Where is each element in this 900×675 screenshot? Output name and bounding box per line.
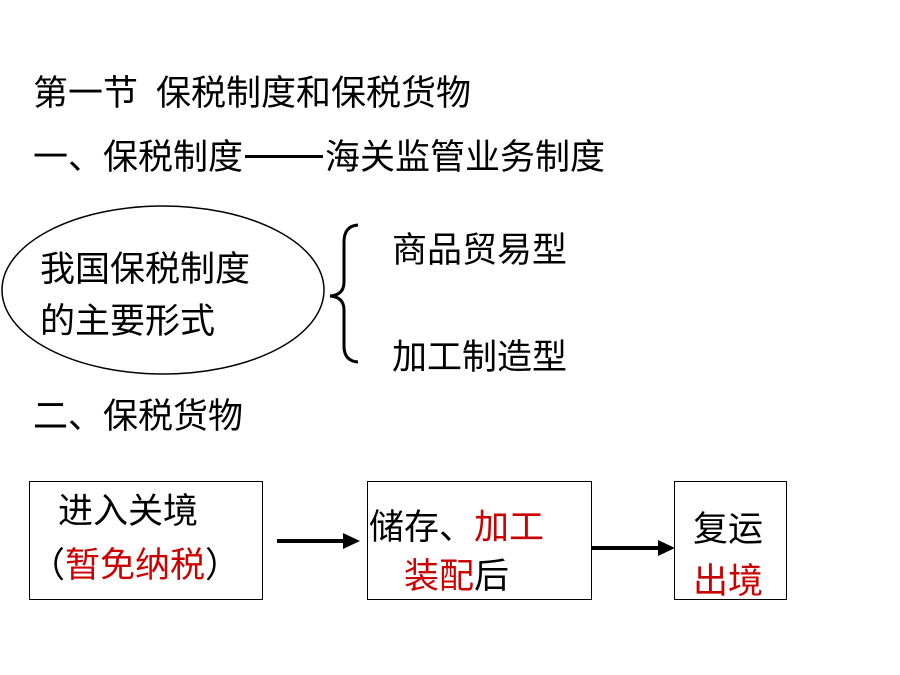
title-text: 保税制度和保税货物 [156,74,472,114]
flow-box-enter-territory [29,481,263,600]
form-type-manufacturing: 加工制造型 [392,338,568,378]
page-title: 第一节保税制度和保税货物 [33,70,471,118]
curly-brace [329,223,359,364]
flow-step1-line2: （暂免纳税） [30,541,240,591]
flow-step2-line1: 储存、加工 [369,503,544,553]
open-paren: （ [30,546,66,586]
ellipse-line-1: 我国保税制度 [40,250,251,290]
ellipse-label: 我国保税制度 的主要形式 [40,244,250,348]
storage-prefix: 储存、 [369,508,475,548]
assembly-label: 装配 [404,557,475,597]
flow-step2-line2: 装配后 [404,552,509,602]
forms-ellipse [1,205,325,375]
flow-step3-line1: 复运 [693,510,764,550]
flow-step3-exit-label: 出境 [693,562,764,602]
section-one-heading: 一、保税制度 海关监管业务制度 [33,134,605,182]
processing-label: 加工 [474,508,545,548]
section-number: 第一节 [33,74,139,114]
section-one-definition: 海关监管业务制度 [325,138,606,178]
close-paren: ） [205,546,241,586]
section-one-label: 一、保税制度 [33,138,244,178]
arrow-2-head [658,540,675,556]
flow-box-storage-processing [367,481,592,600]
form-type-trade: 商品贸易型 [392,231,568,271]
storage-suffix: 后 [474,557,510,597]
em-dash-rule [245,154,324,158]
flow-step1-line1: 进入关境 [58,492,199,532]
ellipse-line-2: 的主要形式 [40,302,216,342]
flow-box-reexport [674,481,787,600]
arrow-1-head [343,533,360,549]
tax-exemption-label: 暂免纳税 [65,546,206,586]
section-two-heading: 二、保税货物 [33,397,244,437]
